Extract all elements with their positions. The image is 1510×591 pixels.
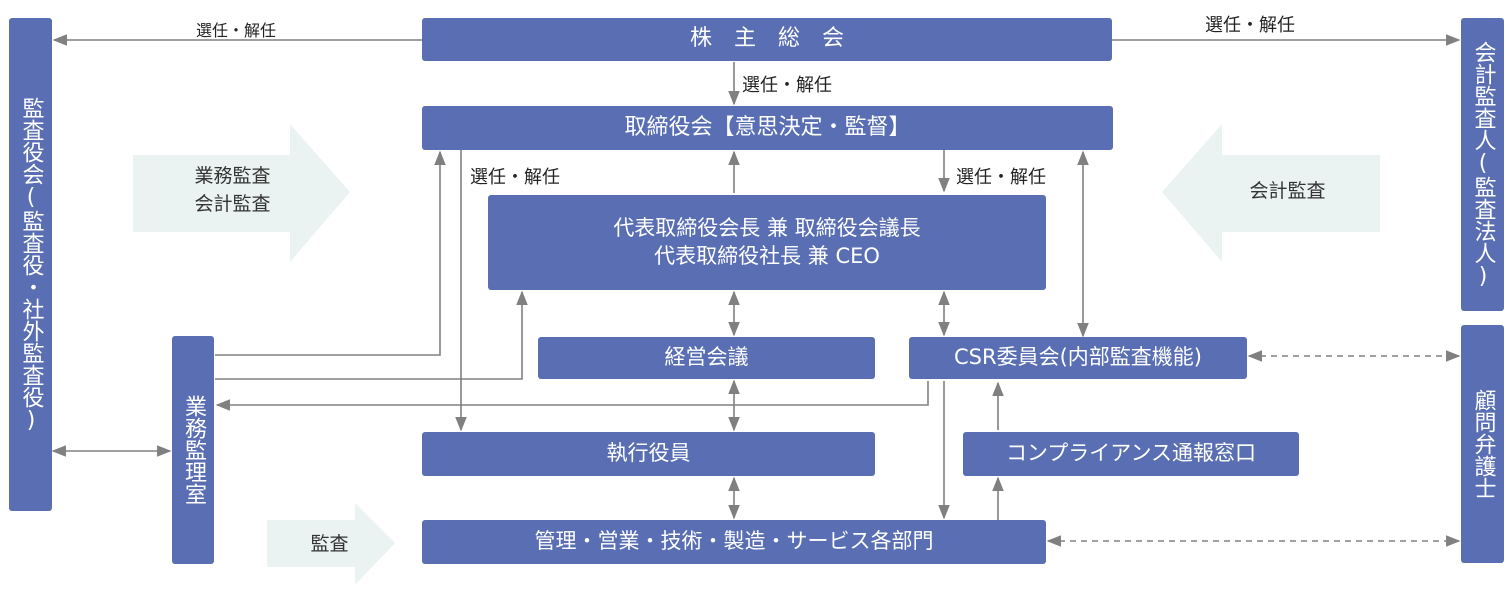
legal-counsel-box: 顧問弁護士: [1461, 325, 1504, 563]
legal-counsel-label: 顧問弁護士: [1470, 389, 1496, 499]
audit-board-box: 監査役会(監査役・社外監査役): [9, 18, 52, 511]
csr-committee-box: CSR委員会(内部監査機能): [909, 337, 1247, 379]
block-arrow-left: [133, 124, 350, 262]
block-arrow-bottom: [267, 503, 395, 585]
board-of-directors-box: 取締役会【意思決定・監督】: [422, 106, 1113, 150]
chairman-ceo-box: 代表取締役会長 兼 取締役会議長 代表取締役社長 兼 CEO: [488, 195, 1046, 290]
accounting-auditor-label: 会計監査人(監査法人): [1470, 40, 1496, 289]
departments-box: 管理・営業・技術・製造・サービス各部門: [422, 520, 1046, 564]
block-arrow-right: [1162, 124, 1380, 262]
appoint-dismiss-label-board-left: 選任・解任: [470, 167, 560, 188]
management-meeting-box: 経営会議: [538, 337, 875, 379]
accounting-auditor-box: 会計監査人(監査法人): [1461, 18, 1504, 311]
block-arrow-bottom-text: 監査: [310, 533, 349, 555]
audit-board-label: 監査役会(監査役・社外監査役): [18, 96, 44, 433]
internal-audit-office-label: 業務監理室: [181, 395, 206, 505]
block-arrow-right-text: 会計監査: [1249, 180, 1326, 202]
internal-audit-office-box: 業務監理室: [172, 336, 214, 564]
appoint-dismiss-label-center: 選任・解任: [742, 75, 832, 96]
appoint-dismiss-label-board-right: 選任・解任: [956, 167, 1046, 188]
appoint-dismiss-label-left: 選任・解任: [196, 21, 277, 40]
whistleblower-desk-box: コンプライアンス通報窓口: [963, 432, 1299, 476]
executive-officers-box: 執行役員: [422, 432, 875, 476]
accounting-audit-label: 会計監査: [194, 192, 271, 215]
ceo-line: 代表取締役社長 兼 CEO: [654, 243, 880, 268]
chairman-line: 代表取締役会長 兼 取締役会議長: [613, 216, 921, 241]
block-arrow-left-text: 業務監査 会計監査: [170, 163, 295, 218]
business-audit-label: 業務監査: [194, 165, 271, 187]
appoint-dismiss-label-right: 選任・解任: [1205, 15, 1295, 36]
shareholders-meeting-box: 株 主 総 会: [422, 18, 1112, 61]
